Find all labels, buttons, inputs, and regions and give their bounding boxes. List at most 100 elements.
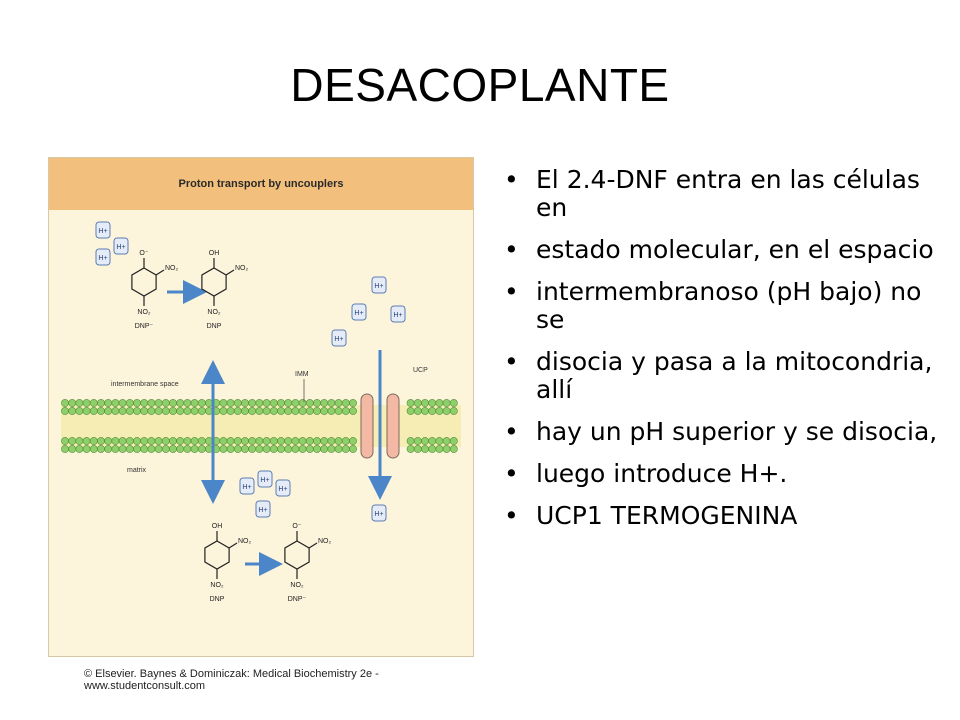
lipid-head	[327, 445, 336, 453]
lipid-head	[190, 399, 199, 407]
lipid-head	[140, 437, 149, 445]
proton-h-plus: H+	[390, 305, 406, 323]
lipid-head	[154, 437, 163, 445]
lipid-head	[176, 445, 185, 453]
lipid-head	[125, 437, 134, 445]
lipid-head	[313, 437, 321, 445]
lipid-head	[61, 407, 69, 415]
lipid-head	[169, 399, 177, 407]
lipid-head	[449, 407, 458, 415]
lipid-head	[125, 399, 134, 407]
lipid-head	[169, 407, 177, 415]
lipid-head	[133, 437, 141, 445]
lipid-head	[233, 407, 242, 415]
lipid-head	[435, 399, 444, 407]
lipid-head	[284, 445, 293, 453]
svg-text:H+: H+	[242, 484, 251, 491]
substituent-bottom: NO₂	[137, 309, 151, 316]
lipid-head	[75, 399, 84, 407]
lipid-head	[82, 437, 91, 445]
lipid-head	[226, 399, 235, 407]
lipid-head	[154, 399, 163, 407]
lipid-head	[349, 445, 357, 453]
lipid-head	[111, 399, 120, 407]
bullet-item: •disocia y pasa a la mitocondria, allí	[504, 347, 933, 404]
bullet-list: •El 2.4-DNF entra en las células en •est…	[498, 166, 938, 544]
lipid-head	[284, 399, 293, 407]
substituent-top: OH	[209, 250, 220, 257]
substituent-bottom: NO₂	[210, 582, 224, 589]
lipid-head	[118, 407, 127, 415]
lipid-head	[313, 399, 321, 407]
lipid-head	[341, 437, 350, 445]
lipid-head	[118, 399, 127, 407]
lipid-head	[68, 437, 77, 445]
lipid-head	[248, 399, 257, 407]
lipid-head	[147, 445, 156, 453]
lipid-head	[421, 437, 429, 445]
lipid-head	[197, 407, 206, 415]
lipid-head	[197, 437, 206, 445]
svg-text:H+: H+	[258, 507, 267, 514]
lipid-head	[291, 437, 300, 445]
lipid-head	[327, 407, 336, 415]
proton-h-plus: H+	[113, 237, 129, 255]
lipid-head	[406, 407, 415, 415]
imm-label: IMM	[295, 371, 309, 378]
lipid-head	[298, 407, 307, 415]
molecule-name: DNP⁻	[135, 323, 154, 330]
lipid-head	[442, 399, 451, 407]
matrix-label: matrix	[127, 467, 147, 474]
lipid-head	[89, 445, 98, 453]
lipid-head	[262, 407, 271, 415]
proton-h-plus: H+	[331, 329, 347, 347]
lipid-head	[111, 407, 120, 415]
lipid-head	[82, 445, 91, 453]
lipid-head	[313, 407, 321, 415]
proton-transport-diagram: intermembrane space matrix IMM UCP H+H+H…	[61, 221, 461, 603]
lipid-head	[219, 437, 228, 445]
lipid-head	[183, 445, 192, 453]
lipid-head	[305, 407, 314, 415]
lipid-head	[219, 399, 228, 407]
lipid-head	[133, 445, 141, 453]
lipid-head	[291, 399, 300, 407]
lipid-head	[406, 399, 415, 407]
lipid-head	[269, 437, 278, 445]
bullet-dot: •	[504, 501, 519, 530]
lipid-head	[241, 437, 249, 445]
lipid-head	[241, 399, 249, 407]
lipid-head	[428, 445, 437, 453]
lipid-head	[291, 445, 300, 453]
lipid-head	[169, 437, 177, 445]
lipid-head	[320, 407, 329, 415]
lipid-head	[183, 437, 192, 445]
lipid-head	[284, 407, 293, 415]
lipid-head	[111, 445, 120, 453]
svg-text:H+: H+	[116, 244, 125, 251]
molecule-name: DNP	[210, 596, 225, 603]
lipid-head	[197, 399, 206, 407]
lipid-head	[413, 399, 422, 407]
bullet-item: •luego introduce H+.	[504, 459, 788, 488]
proton-h-plus: H+	[371, 504, 387, 522]
bullet-item: •estado molecular, en el espacio	[504, 235, 934, 264]
lipid-head	[313, 445, 321, 453]
lipid-head	[305, 437, 314, 445]
lipid-head	[305, 399, 314, 407]
lipid-head	[190, 445, 199, 453]
lipid-head	[154, 407, 163, 415]
proton-h-plus: H+	[239, 477, 255, 495]
lipid-head	[269, 445, 278, 453]
lipid-head	[161, 399, 170, 407]
lipid-head	[449, 445, 458, 453]
lipid-head	[61, 399, 69, 407]
image-credit: © Elsevier. Baynes & Dominiczak: Medical…	[84, 668, 379, 692]
bullet-dot: •	[504, 277, 519, 306]
lipid-head	[104, 437, 113, 445]
svg-text:H+: H+	[278, 486, 287, 493]
lipid-head	[241, 445, 249, 453]
lipid-head	[233, 399, 242, 407]
lipid-head	[248, 445, 257, 453]
substituent-nitro: NO₂	[318, 538, 332, 545]
